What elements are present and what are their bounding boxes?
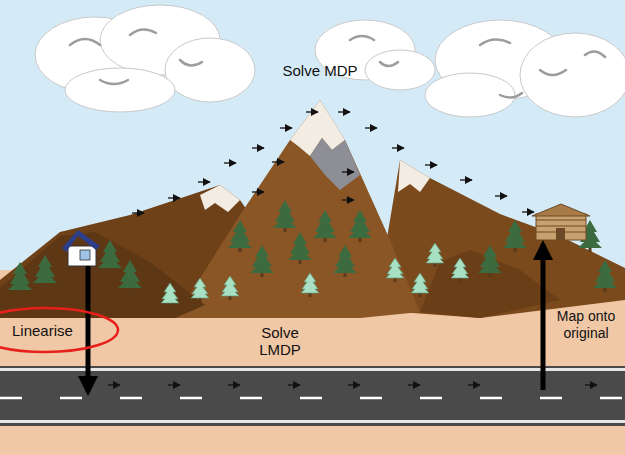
red-ellipse-outline — [0, 308, 118, 352]
house — [62, 230, 100, 266]
cabin-door — [556, 228, 565, 240]
small-arrow — [108, 384, 120, 385]
small-arrow — [342, 199, 354, 200]
small-arrow — [338, 111, 350, 112]
cloud-puff — [520, 33, 625, 117]
road — [0, 366, 625, 426]
pine-tree — [228, 220, 252, 252]
rock-face — [310, 138, 360, 190]
annotation: Map onto original — [552, 308, 620, 342]
pine-tree — [8, 262, 32, 294]
pine-tree — [118, 260, 142, 292]
pine-tree — [313, 210, 337, 242]
small-arrow — [224, 162, 236, 163]
circled-step: Linearise — [0, 306, 120, 354]
road-arrows — [108, 384, 597, 385]
small-arrow — [252, 147, 264, 148]
pine-tree — [411, 273, 429, 297]
pine-tree — [98, 240, 122, 272]
small-arrow — [198, 181, 210, 182]
annotation: Solve LMDP — [245, 324, 315, 358]
small-arrow — [365, 127, 377, 128]
cloud-puff — [65, 68, 175, 112]
pine-tree — [273, 200, 297, 232]
pine-tree — [333, 245, 357, 277]
cabin-roof — [532, 204, 590, 216]
cloud-puff — [365, 50, 435, 90]
cabin — [532, 204, 590, 240]
up-arrow — [541, 244, 546, 390]
forest — [8, 200, 617, 307]
small-arrow — [272, 161, 284, 162]
small-arrow — [408, 384, 420, 385]
pine-tree — [426, 243, 444, 267]
cloud-streaks — [70, 29, 605, 97]
small-arrow — [168, 197, 180, 198]
mountain — [175, 100, 420, 318]
small-arrow — [460, 179, 472, 180]
house-roof — [62, 230, 100, 252]
pine-tree — [161, 283, 179, 307]
small-arrow — [392, 147, 404, 148]
small-arrow — [252, 191, 264, 192]
mountain — [385, 160, 625, 318]
pine-tree — [451, 258, 469, 282]
pine-tree — [348, 210, 372, 242]
pine-tree — [288, 232, 312, 264]
small-arrow — [168, 384, 180, 385]
pine-tree — [478, 245, 502, 277]
small-arrow — [280, 127, 292, 128]
cloud-puff — [165, 38, 255, 102]
annotation-text: Map onto original — [552, 308, 620, 342]
pine-tree — [301, 273, 319, 297]
mountain — [0, 232, 205, 318]
annotation-text: Solve LMDP — [245, 324, 315, 358]
annotation-text: Solve MDP — [282, 62, 358, 79]
pine-tree — [503, 220, 527, 252]
small-arrow — [132, 212, 144, 213]
road-centre-line — [0, 397, 625, 400]
mountain-path-arrows — [132, 112, 534, 213]
snow-cap — [200, 185, 240, 212]
small-arrow — [348, 384, 360, 385]
pine-tree — [33, 255, 57, 287]
house-wall — [68, 246, 96, 266]
small-arrow — [228, 384, 240, 385]
pine-tree — [221, 276, 239, 300]
small-arrow — [342, 171, 354, 172]
small-arrow — [585, 384, 597, 385]
cabin-wall — [536, 214, 586, 240]
cloud — [35, 5, 625, 117]
step-label: Linearise — [12, 322, 73, 339]
small-arrow — [495, 195, 507, 196]
pine-tree — [386, 258, 404, 282]
cloud-streak — [70, 29, 605, 97]
pine-tree — [593, 260, 617, 292]
small-arrow — [522, 211, 534, 212]
house-window — [80, 250, 90, 260]
small-arrow — [288, 384, 300, 385]
annotation: Solve MDP — [282, 62, 358, 79]
road-edge — [0, 368, 625, 371]
pine-tree — [191, 278, 209, 302]
road-edge — [0, 420, 625, 423]
small-arrow — [425, 164, 437, 165]
small-arrow — [468, 384, 480, 385]
pine-tree — [250, 245, 274, 277]
down-arrow — [86, 266, 91, 392]
small-arrow — [306, 111, 318, 112]
